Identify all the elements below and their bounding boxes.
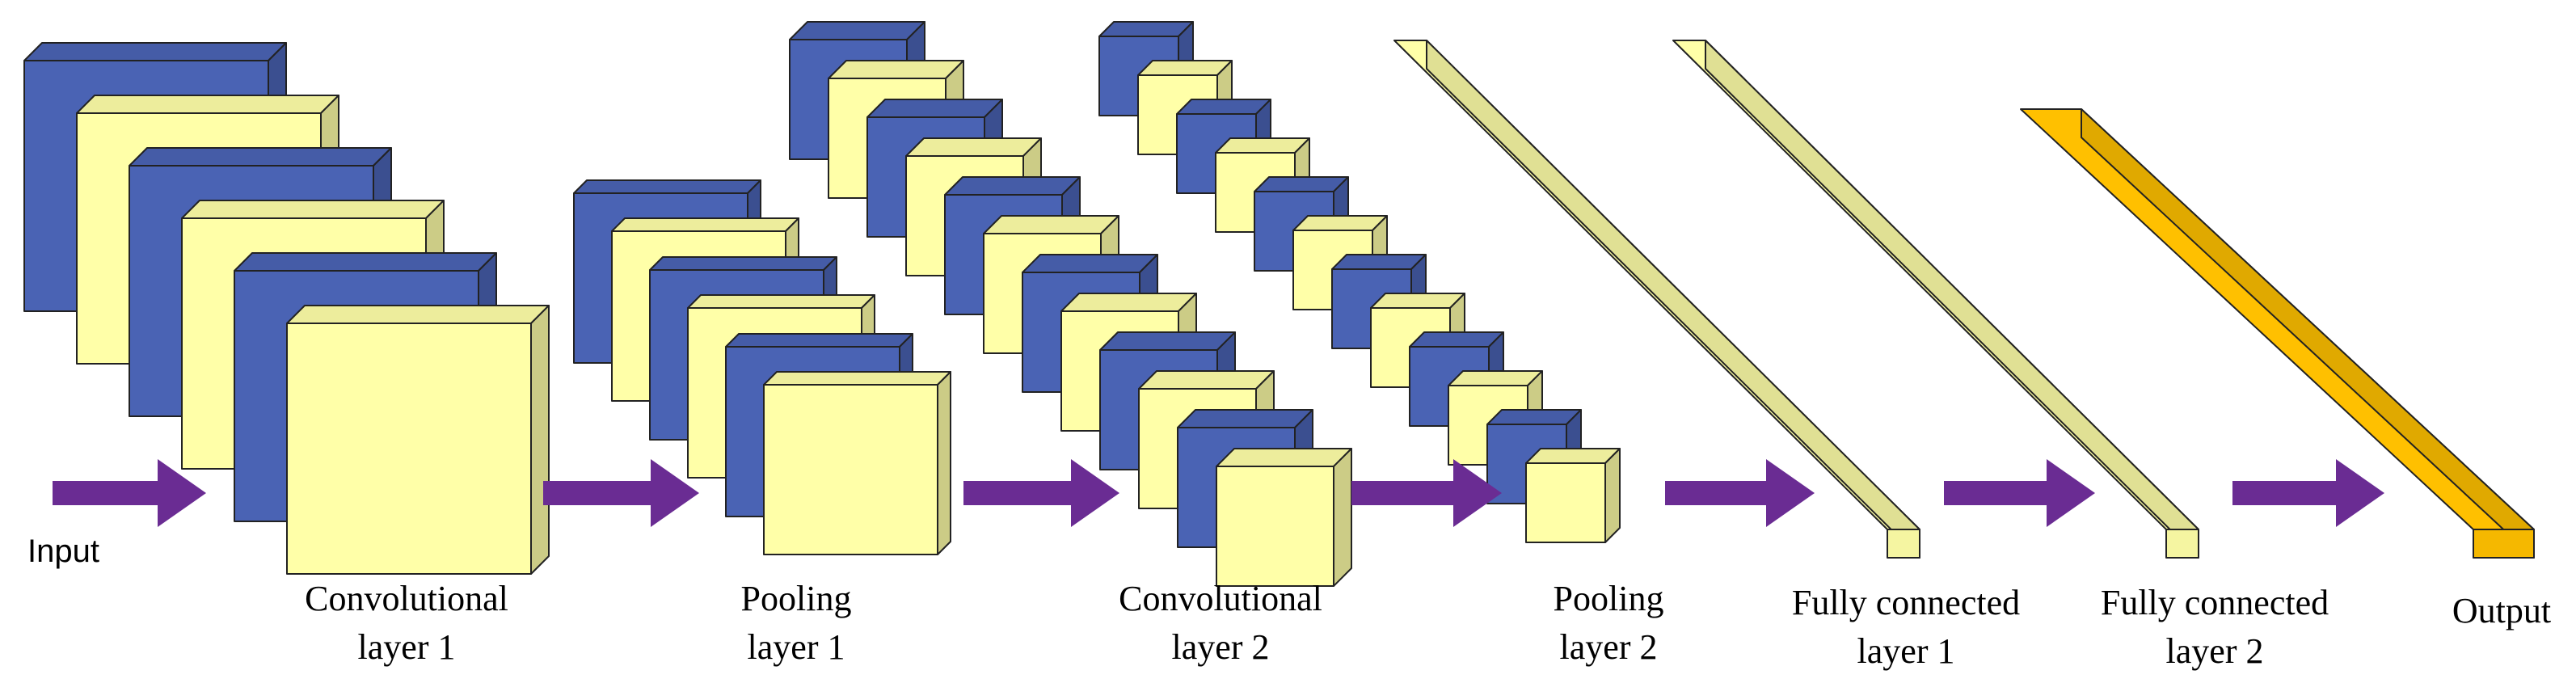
arrow-conv1-to-pool1 bbox=[543, 459, 699, 527]
label-pool1-line2: layer 1 bbox=[748, 627, 845, 667]
conv2-map-5-top bbox=[944, 176, 1081, 196]
label-fc1-line1: Fully connected bbox=[1792, 583, 2020, 622]
arrow-pool1-to-conv2 bbox=[963, 459, 1119, 527]
arrow-fc2-to-output bbox=[2232, 459, 2384, 527]
label-fc1-line2: layer 1 bbox=[1857, 631, 1955, 671]
label-pool2-line1: Pooling bbox=[1554, 579, 1664, 618]
conv1-map-6-top bbox=[286, 305, 550, 324]
label-input: Input bbox=[27, 533, 99, 569]
pool1-map-6 bbox=[763, 371, 951, 555]
label-fc2-line1: Fully connected bbox=[2101, 583, 2329, 622]
fc1-bar bbox=[1393, 40, 1920, 559]
conv1-map-2-top bbox=[76, 95, 339, 114]
label-conv1-line1: Convolutional bbox=[305, 579, 508, 618]
pool1-map-3-top bbox=[649, 256, 837, 271]
label-pool1-line1: Pooling bbox=[741, 579, 852, 618]
conv2-map-12-top bbox=[1216, 448, 1352, 467]
layer-blocks bbox=[23, 21, 2535, 587]
pool2-map-5-top bbox=[1254, 176, 1349, 192]
conv2-map-12 bbox=[1216, 448, 1352, 587]
conv1-map-3-top bbox=[129, 147, 392, 167]
fc1-bar-front bbox=[1887, 529, 1920, 559]
pool2-map-10-top bbox=[1448, 370, 1543, 386]
label-conv1-line2: layer 1 bbox=[358, 627, 456, 667]
conv1-map-6-front bbox=[286, 323, 532, 575]
pool1-map-6-top bbox=[763, 371, 951, 386]
arrow-input-to-conv1 bbox=[53, 459, 206, 527]
layer-labels: Input Convolutional layer 1 Pooling laye… bbox=[27, 533, 2551, 671]
output-bar-front bbox=[2473, 529, 2535, 559]
conv1-map-1-top bbox=[23, 42, 287, 61]
pool2-map-3-top bbox=[1176, 99, 1271, 115]
fc2-bar-front bbox=[2165, 529, 2199, 559]
pool2-map-12-top bbox=[1525, 448, 1621, 464]
pool2-map-12-front bbox=[1525, 462, 1606, 543]
arrow-pool2-to-fc1 bbox=[1665, 459, 1815, 527]
conv1-map-6-side bbox=[530, 305, 550, 575]
conv2-map-12-front bbox=[1216, 466, 1334, 587]
conv2-map-1-top bbox=[789, 21, 925, 40]
arrow-fc1-to-fc2 bbox=[1944, 459, 2095, 527]
pool2-map-8-top bbox=[1370, 293, 1465, 309]
label-pool2-line2: layer 2 bbox=[1560, 627, 1658, 667]
conv1-map-5-top bbox=[234, 252, 497, 272]
conv2-map-3-top bbox=[866, 99, 1003, 118]
pool1-map-4-top bbox=[687, 294, 875, 309]
fc2-bar bbox=[1672, 40, 2199, 559]
conv2-map-12-side bbox=[1333, 448, 1352, 587]
conv1-map-6 bbox=[286, 305, 550, 575]
conv2-map-11-top bbox=[1177, 409, 1313, 428]
conv2-map-2-top bbox=[828, 60, 964, 79]
pool2-map-4-top bbox=[1215, 137, 1310, 154]
conv1-map-4-top bbox=[181, 200, 445, 219]
pool1-map-6-front bbox=[763, 384, 938, 555]
pool2-map-7-top bbox=[1331, 254, 1427, 270]
pool2-map-12 bbox=[1525, 448, 1621, 543]
conv2-map-9-top bbox=[1099, 331, 1236, 351]
output-bar bbox=[2020, 108, 2535, 559]
label-fc2-line2: layer 2 bbox=[2166, 631, 2264, 671]
conv2-map-4-top bbox=[905, 137, 1042, 157]
pool1-map-2-top bbox=[611, 217, 799, 232]
pool2-map-9-top bbox=[1409, 331, 1504, 348]
conv2-map-8-top bbox=[1060, 293, 1197, 312]
label-output: Output bbox=[2452, 591, 2551, 630]
conv2-map-7-top bbox=[1022, 254, 1158, 273]
conv2-map-6-top bbox=[983, 215, 1119, 234]
conv2-map-10-top bbox=[1138, 370, 1275, 390]
pool1-map-1-top bbox=[573, 179, 761, 194]
pool2-map-12-side bbox=[1604, 448, 1621, 543]
pool2-map-11-top bbox=[1486, 409, 1582, 425]
flow-arrows bbox=[53, 459, 2384, 527]
pool2-map-2-top bbox=[1137, 60, 1233, 76]
pool1-map-6-side bbox=[937, 371, 951, 555]
pool2-map-1-top bbox=[1098, 21, 1194, 37]
label-conv2-line1: Convolutional bbox=[1119, 579, 1322, 618]
label-conv2-line2: layer 2 bbox=[1172, 627, 1270, 667]
pool2-map-6-top bbox=[1292, 215, 1388, 231]
pool1-map-5-top bbox=[725, 333, 913, 348]
arrow-conv2-to-pool2 bbox=[1351, 459, 1502, 527]
